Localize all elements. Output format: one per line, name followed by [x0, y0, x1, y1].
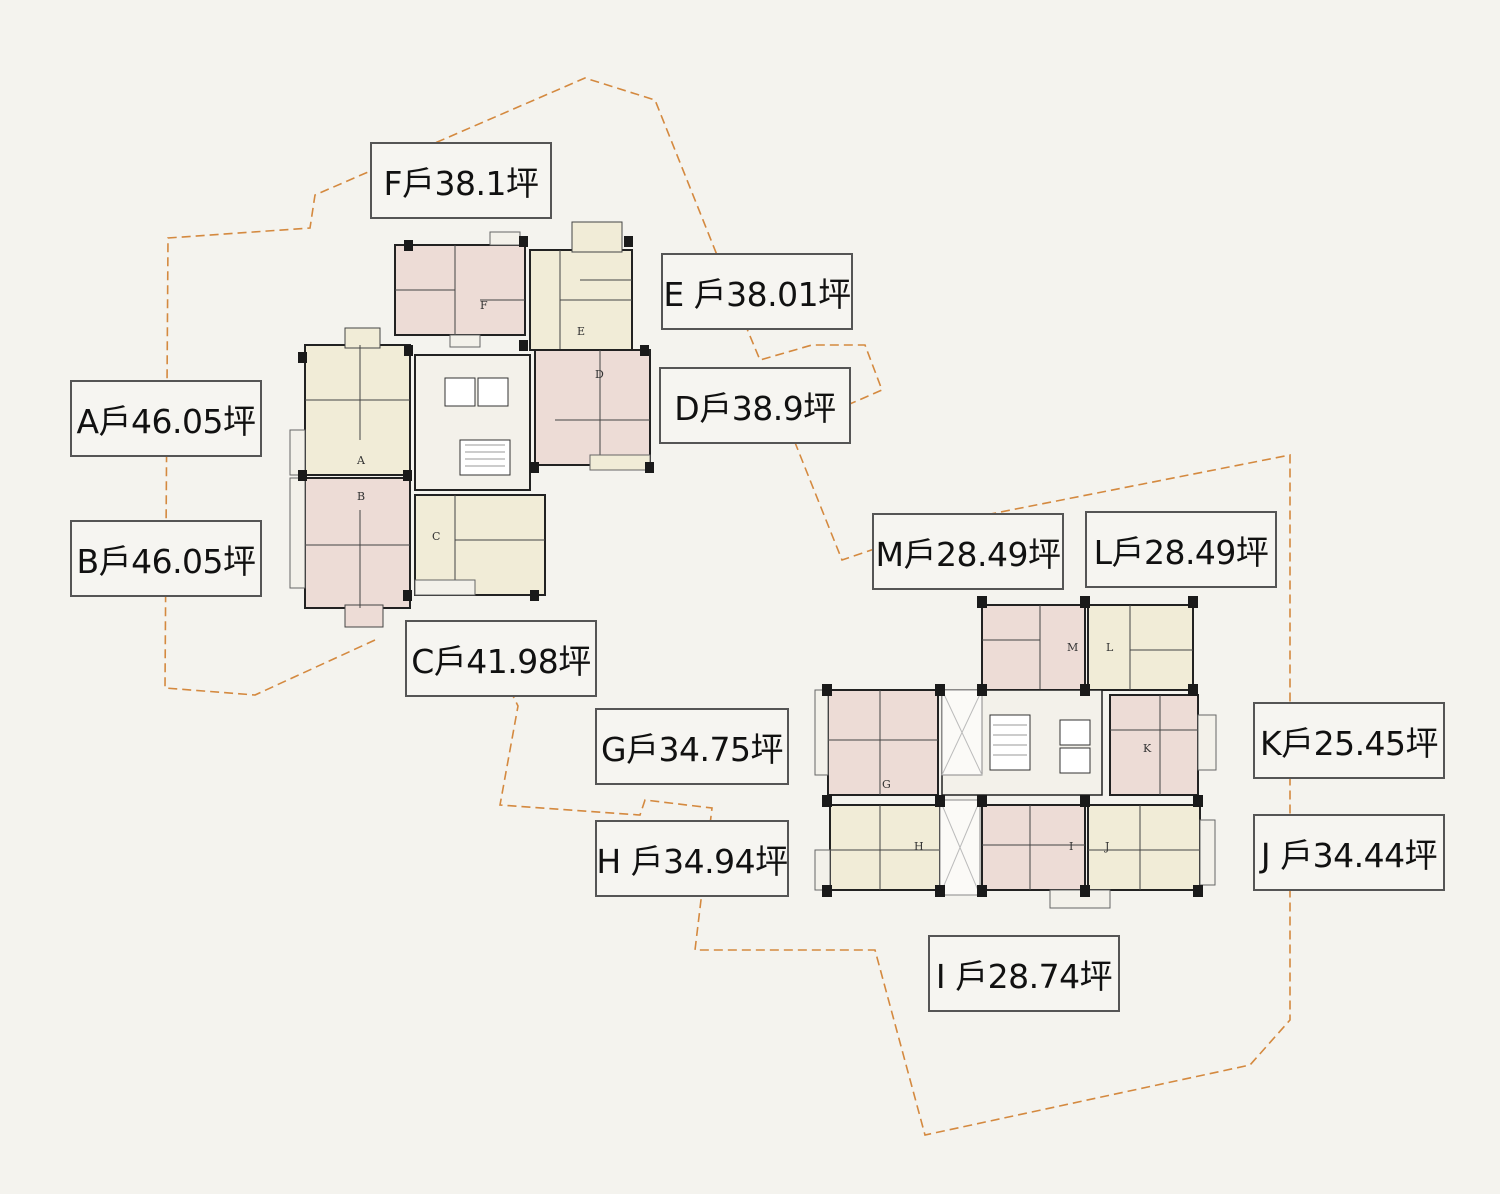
- unit-label-e: E 戶38.01坪: [661, 253, 853, 330]
- plan-letter-h: H: [914, 840, 924, 853]
- unit-label-f: F戶38.1坪: [370, 142, 552, 219]
- unit-c-plan: [414, 494, 546, 596]
- unit-k-plan: [1109, 694, 1199, 796]
- plan-letter-b: B: [357, 490, 365, 503]
- unit-i-plan: [981, 804, 1086, 891]
- unit-label-d: D戶38.9坪: [659, 367, 851, 444]
- unit-label-k: K戶25.45坪: [1253, 702, 1445, 779]
- unit-label-c: C戶41.98坪: [405, 620, 597, 697]
- unit-label-b: B戶46.05坪: [70, 520, 262, 597]
- plan-letter-d: D: [595, 368, 604, 381]
- plan-letter-c: C: [432, 530, 440, 543]
- building-east: M L K G H I J: [814, 596, 1217, 909]
- plan-letter-f: F: [480, 299, 488, 312]
- unit-g-plan: [827, 689, 939, 796]
- unit-label-l: L戶28.49坪: [1085, 511, 1277, 588]
- plan-letter-g: G: [882, 778, 891, 791]
- unit-m-plan: [981, 604, 1086, 691]
- plan-letter-i: I: [1069, 840, 1073, 853]
- unit-b-plan: [304, 477, 411, 609]
- plan-letter-k: K: [1143, 742, 1152, 755]
- plan-letter-m: M: [1067, 641, 1078, 654]
- unit-d-plan: [534, 349, 651, 466]
- site-boundary: [164, 77, 1291, 1136]
- plan-letter-j: J: [1104, 840, 1109, 853]
- unit-label-h: H 戶34.94坪: [595, 820, 789, 897]
- unit-label-i: I 戶28.74坪: [928, 935, 1120, 1012]
- plan-letter-l: L: [1106, 641, 1114, 654]
- unit-label-j: J 戶34.44坪: [1253, 814, 1445, 891]
- building-west: F E D A B C: [289, 221, 654, 628]
- plan-letter-e: E: [577, 325, 585, 338]
- plan-letter-a: A: [356, 454, 366, 467]
- unit-label-a: A戶46.05坪: [70, 380, 262, 457]
- unit-l-plan: [1087, 604, 1194, 691]
- unit-label-m: M戶28.49坪: [872, 513, 1064, 590]
- unit-label-g: G戶34.75坪: [595, 708, 789, 785]
